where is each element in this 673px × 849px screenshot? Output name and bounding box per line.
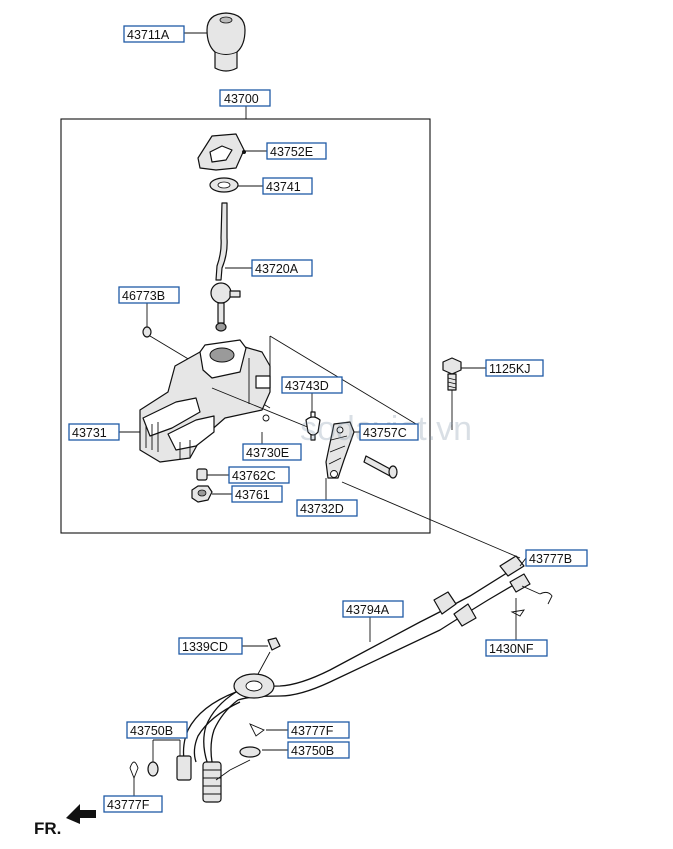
svg-text:43777B: 43777B (529, 552, 572, 566)
label-43777F-left: 43777F (103, 795, 163, 813)
svg-text:46773B: 46773B (122, 289, 165, 303)
svg-text:43750B: 43750B (291, 744, 334, 758)
svg-text:43750B: 43750B (130, 724, 173, 738)
svg-text:43730E: 43730E (246, 446, 289, 460)
washer-mid-part (239, 746, 261, 758)
svg-text:43762C: 43762C (232, 469, 276, 483)
svg-text:43761: 43761 (235, 488, 270, 502)
svg-text:1125KJ: 1125KJ (489, 362, 530, 376)
front-direction-indicator: FR. (34, 804, 96, 838)
clip-left-part (129, 761, 139, 780)
label-43731: 43731 (68, 423, 120, 441)
clip-right-part (539, 591, 553, 605)
label-43777B: 43777B (525, 549, 588, 567)
svg-text:43711A: 43711A (127, 28, 170, 42)
small-nut-part (142, 326, 152, 338)
label-43750B-left: 43750B (126, 721, 188, 739)
assembly-frame (60, 118, 431, 534)
svg-text:43700: 43700 (224, 92, 259, 106)
clip-mid-part (249, 723, 265, 737)
label-43730E: 43730E (242, 443, 302, 461)
label-43720A: 43720A (251, 259, 313, 277)
label-43732D: 43732D (296, 499, 358, 517)
svg-text:1430NF: 1430NF (489, 642, 534, 656)
label-43700: 43700 (219, 89, 271, 107)
svg-text:43731: 43731 (72, 426, 107, 440)
long-pin-part (363, 455, 398, 479)
grommet-nut-part (267, 637, 281, 651)
label-1125KJ: 1125KJ (485, 359, 544, 377)
label-1430NF: 1430NF (485, 639, 548, 657)
label-43741: 43741 (262, 177, 313, 195)
bushing-part (209, 177, 239, 193)
label-43750B-mid: 43750B (287, 741, 350, 759)
shift-knob-part (206, 12, 246, 72)
svg-text:43777F: 43777F (291, 724, 334, 738)
select-lever-part (325, 421, 355, 479)
top-bracket-part (197, 133, 246, 171)
svg-text:43720A: 43720A (255, 262, 299, 276)
shift-lever-part (210, 202, 241, 332)
washer-left-part (147, 761, 159, 777)
svg-text:1339CD: 1339CD (182, 640, 228, 654)
lower-bushing-part (196, 468, 208, 481)
label-43743D: 43743D (281, 376, 343, 394)
label-43777F-mid: 43777F (287, 721, 350, 739)
label-43711A: 43711A (123, 25, 185, 43)
svg-text:43743D: 43743D (285, 379, 329, 393)
svg-text:43757C: 43757C (363, 426, 407, 440)
svg-text:43732D: 43732D (300, 502, 344, 516)
svg-text:43741: 43741 (266, 180, 301, 194)
label-43757C: 43757C (359, 423, 419, 441)
svg-text:43794A: 43794A (346, 603, 390, 617)
svg-text:43752E: 43752E (270, 145, 313, 159)
label-46773B: 46773B (118, 286, 180, 304)
label-43794A: 43794A (342, 600, 404, 618)
bolt-part (442, 357, 462, 391)
cable-clip-part (510, 609, 525, 617)
pin-part (305, 411, 321, 441)
label-43761: 43761 (231, 485, 283, 503)
label-1339CD: 1339CD (178, 637, 243, 655)
label-43762C: 43762C (228, 466, 290, 484)
svg-text:FR.: FR. (34, 819, 61, 838)
lower-nut-part (191, 485, 213, 503)
cable-assembly-part (176, 555, 531, 803)
housing-part (139, 339, 271, 463)
label-43752E: 43752E (266, 142, 327, 160)
svg-text:43777F: 43777F (107, 798, 150, 812)
front-arrow-icon (66, 804, 96, 824)
